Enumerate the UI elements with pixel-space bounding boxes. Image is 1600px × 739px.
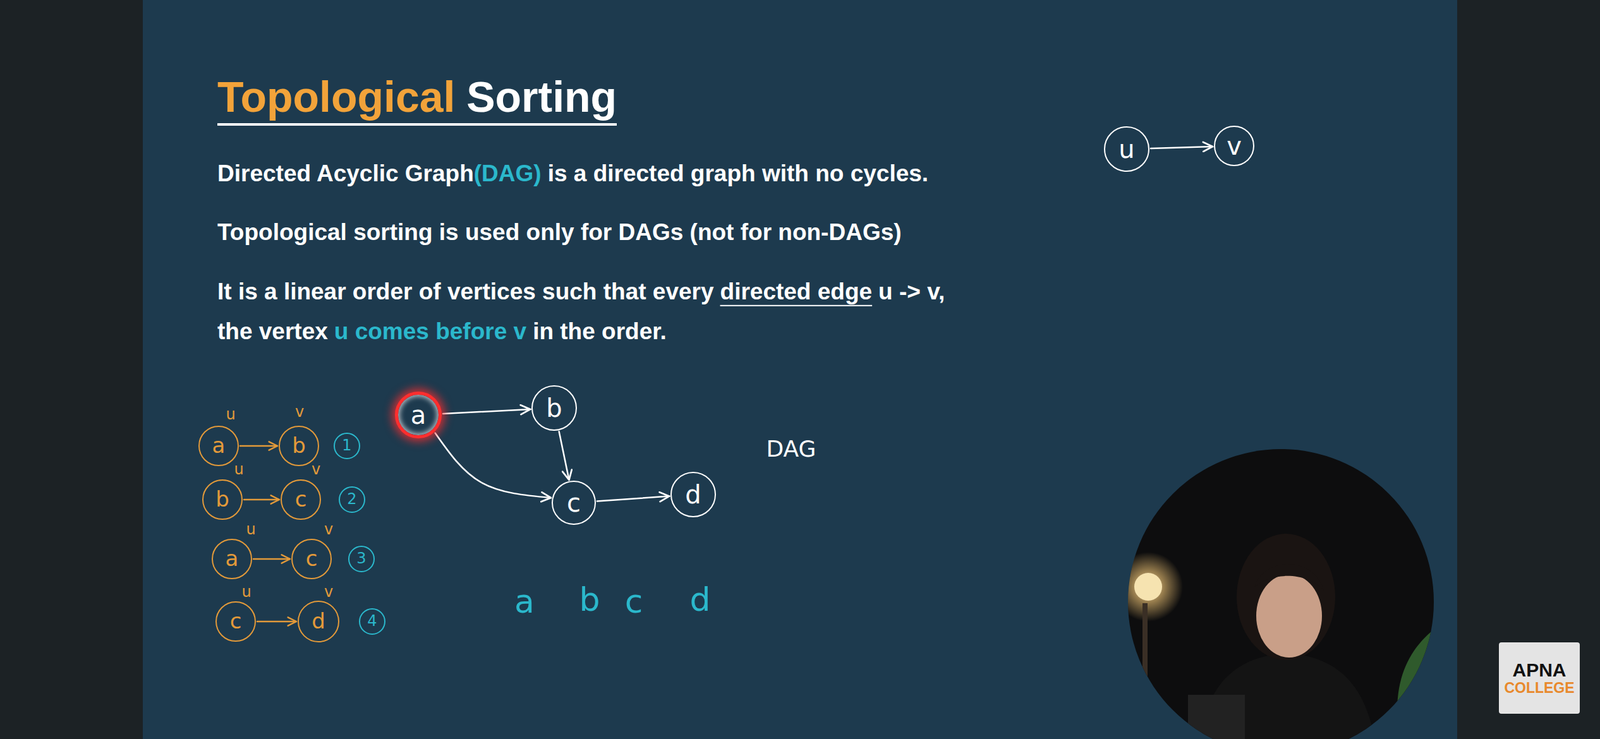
order-letter: b	[578, 581, 600, 619]
node-label: 3	[356, 551, 366, 567]
edge-arrow	[597, 496, 670, 502]
role-mark: v	[311, 461, 321, 478]
callout-number: 1	[333, 432, 361, 460]
graph-vertex: v	[1213, 125, 1255, 167]
presenter-face	[1256, 574, 1322, 658]
graph-vertex: b	[531, 385, 577, 431]
lamp-glow	[1113, 552, 1183, 622]
body-line: the vertexu comes before vin the order.	[217, 317, 667, 346]
edge-example-vertex: b	[278, 425, 320, 467]
microphone	[1187, 695, 1245, 739]
node-label: 1	[341, 437, 352, 454]
presenter-fringe	[1254, 564, 1324, 591]
webcam-scene	[1113, 442, 1441, 739]
role-mark: u	[245, 521, 256, 538]
node-label: a	[212, 434, 226, 458]
node-label: b	[215, 488, 230, 512]
graph-vertex: c	[551, 480, 596, 526]
graph-vertex: d	[670, 472, 716, 518]
role-mark: v	[295, 403, 304, 421]
node-label: d	[311, 610, 326, 634]
body-text: Directed Acyclic Graph	[217, 159, 474, 188]
edge-arrow	[240, 445, 278, 448]
lamp-stand	[1142, 603, 1148, 739]
edge-arrow	[243, 499, 280, 502]
role-mark: u	[225, 406, 236, 423]
edge-arrow	[1150, 146, 1213, 149]
body-text: u comes before v	[334, 317, 527, 346]
logo-text: COLLEGE	[1503, 680, 1575, 696]
slide-title: TopologicalSorting	[217, 74, 617, 126]
node-label: b	[291, 434, 306, 458]
body-line: It is a linear order of vertices such th…	[217, 278, 945, 306]
body-text: It is a linear order of vertices such th…	[217, 278, 715, 306]
role-mark: v	[324, 583, 334, 601]
title-word: Sorting	[466, 74, 617, 120]
video-letterbox	[0, 0, 143, 739]
callout-number: 4	[358, 608, 386, 636]
callout-number: 2	[338, 486, 366, 514]
graph-vertex: a	[394, 391, 442, 439]
edge-example-vertex: d	[297, 600, 340, 643]
node-label: v	[1226, 132, 1242, 160]
order-letter: a	[514, 583, 535, 620]
order-letter: c	[624, 583, 644, 620]
graph-note: DAG	[766, 436, 817, 462]
node-label: c	[230, 610, 243, 634]
role-mark: u	[233, 461, 244, 478]
presenter-hair	[1236, 533, 1336, 661]
node-label: a	[410, 401, 427, 429]
edge-example-vertex: c	[291, 539, 332, 580]
node-label: d	[684, 481, 701, 509]
body-text: the vertex	[217, 317, 328, 346]
node-label: c	[305, 547, 318, 571]
channel-logo: APNACOLLEGE	[1498, 642, 1580, 715]
edge-arrow	[559, 431, 570, 481]
body-text: (DAG)	[473, 159, 542, 188]
graph-vertex: u	[1103, 126, 1150, 172]
node-label: a	[225, 547, 239, 571]
node-label: u	[1118, 135, 1135, 163]
node-label: 2	[346, 491, 357, 508]
body-text: is a directed graph with no cycles.	[547, 159, 929, 188]
edge-example-vertex: c	[215, 601, 256, 643]
body-text: u -> v,	[878, 278, 945, 306]
edge-arrow	[442, 409, 531, 414]
video-letterbox	[1457, 0, 1600, 739]
edge-example-vertex: a	[211, 539, 253, 580]
logo-text: APNA	[1512, 660, 1566, 681]
edge-example-vertex: b	[202, 479, 243, 521]
body-text: directed edge	[720, 278, 873, 306]
node-label: c	[295, 488, 308, 512]
node-label: c	[566, 489, 581, 517]
order-letter: d	[689, 581, 711, 619]
body-text: Topological sorting is used only for DAG…	[217, 218, 902, 247]
node-label: b	[545, 394, 562, 422]
edge-example-vertex: c	[280, 479, 322, 521]
body-line: Directed Acyclic Graph(DAG)is a directed…	[217, 159, 929, 188]
callout-number: 3	[348, 545, 375, 573]
plant	[1397, 631, 1441, 739]
title-word: Topological	[217, 74, 456, 120]
role-mark: u	[241, 583, 251, 601]
edge-arrow	[253, 558, 291, 561]
role-mark: v	[324, 521, 334, 538]
body-line: Topological sorting is used only for DAG…	[217, 218, 902, 247]
node-label: 4	[367, 613, 377, 630]
body-text: in the order.	[532, 317, 667, 346]
lamp-bulb	[1134, 573, 1163, 601]
edge-arrow	[257, 621, 297, 624]
edge-arrow	[435, 432, 552, 498]
edge-example-vertex: a	[198, 425, 239, 467]
